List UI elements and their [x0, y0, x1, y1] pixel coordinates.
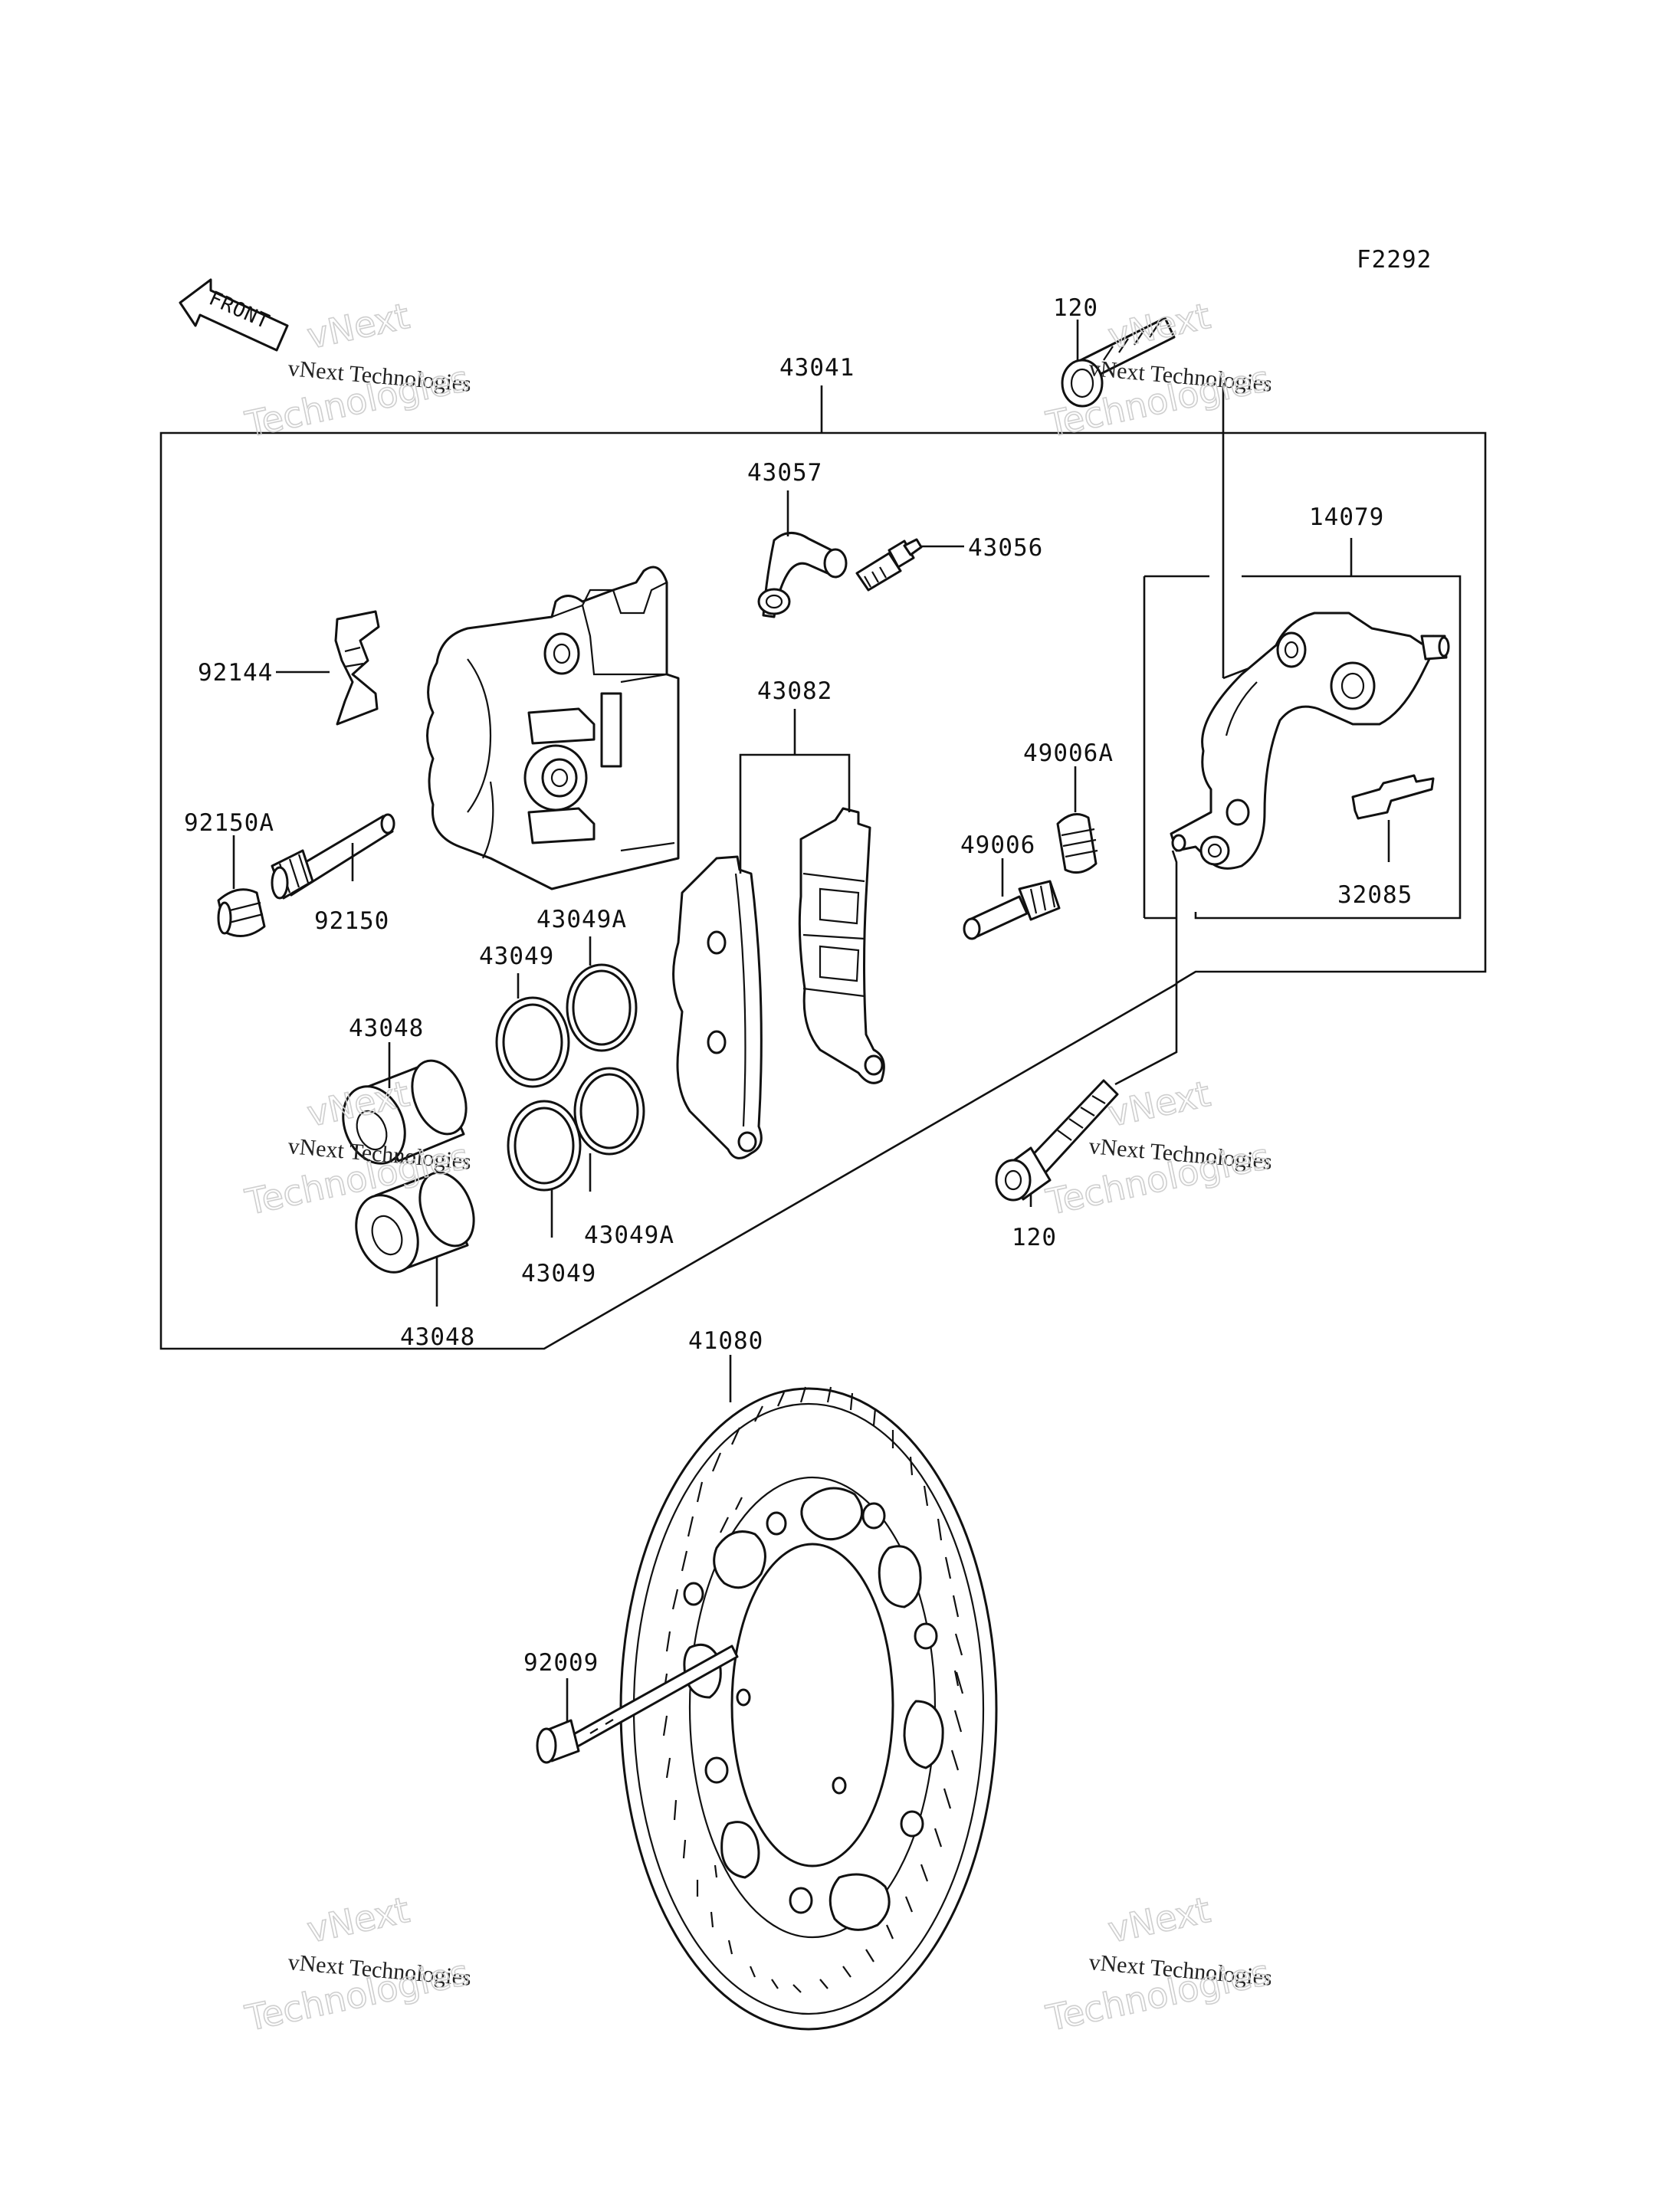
brake-disc-41080: [619, 1386, 998, 2031]
caliper-bracket-14079: [1170, 612, 1450, 870]
bracket-box-14079: [1143, 575, 1462, 920]
callout-92144: 92144: [198, 659, 273, 687]
seal-43049a-top: [566, 963, 638, 1052]
piston-43048-bottom: [355, 1171, 475, 1274]
callout-92009: 92009: [523, 1649, 599, 1677]
disc-windows: [683, 1487, 944, 1931]
callout-43049a-top: 43049A: [536, 906, 627, 933]
svg-text:vNext: vNext: [304, 1889, 413, 1951]
disc-bolt-92009: [536, 1644, 739, 1764]
callout-43057: 43057: [747, 459, 822, 487]
boot-92150a: [217, 888, 266, 937]
callout-92150: 92150: [314, 907, 389, 935]
slide-pin-92150: [271, 813, 395, 900]
callout-43049a-bottom: 43049A: [584, 1221, 674, 1249]
watermark-1: vNext Technologies vNext Technologies: [241, 294, 473, 446]
brake-pad-43082-right: [798, 807, 885, 1084]
callout-43041: 43041: [779, 354, 855, 382]
seal-43049-bottom: [507, 1100, 582, 1192]
callout-43082: 43082: [757, 677, 832, 705]
bleeder-valve-43056: [855, 538, 923, 592]
watermark-6: vNext Technologies vNext Technologies: [1042, 1888, 1274, 2040]
bolt-120-bottom: [995, 1079, 1119, 1202]
callout-43048-bottom: 43048: [400, 1323, 475, 1351]
callout-32085: 32085: [1337, 881, 1413, 909]
bleeder-cap-43057: [757, 532, 848, 618]
leader-120-bottom-to-bracket: [1114, 850, 1178, 1086]
bolt-120-top: [1061, 316, 1176, 408]
callout-43049-bottom: 43049: [521, 1260, 596, 1287]
seal-43049a-bottom: [573, 1067, 645, 1156]
callout-49006: 49006: [960, 831, 1035, 859]
callout-14079: 14079: [1309, 503, 1384, 531]
svg-text:vNext: vNext: [1104, 1889, 1214, 1951]
callout-120-top: 120: [1053, 294, 1098, 322]
callout-43049-top: 43049: [479, 943, 554, 970]
watermark-4: vNext Technologies vNext Technologies: [1042, 1072, 1274, 1224]
watermark-5: vNext Technologies vNext Technologies: [241, 1888, 473, 2040]
callout-41080: 41080: [688, 1327, 763, 1355]
caliper-body: [426, 566, 680, 890]
pad-retainer-32085: [1351, 774, 1435, 820]
callout-49006a: 49006A: [1023, 739, 1114, 767]
svg-text:vNext: vNext: [304, 295, 413, 357]
callout-120-bottom: 120: [1012, 1224, 1057, 1251]
front-arrow-icon: FRONT: [179, 278, 289, 352]
disc-bolt-holes: [683, 1502, 938, 1914]
seal-43049-top: [495, 996, 570, 1088]
boot-49006a: [1056, 813, 1098, 874]
pin-49006: [963, 880, 1061, 940]
leader-43082: [739, 709, 851, 874]
figure-code: F2292: [1357, 246, 1432, 274]
callout-92150a: 92150A: [184, 809, 274, 837]
pad-spring-92144: [334, 610, 380, 726]
brake-pad-43082-left: [672, 855, 763, 1159]
callout-43056: 43056: [968, 534, 1043, 562]
callout-43048-top: 43048: [349, 1015, 424, 1042]
svg-text:vNext: vNext: [1104, 295, 1214, 357]
